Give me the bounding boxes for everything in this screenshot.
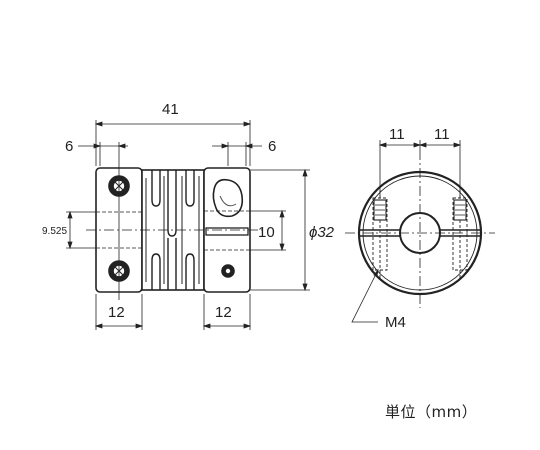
dim-half-width-left: 11 [389,126,405,143]
dim-overall-length: 41 [162,101,179,118]
right-small-screw-icon [221,264,235,278]
dim-hub-right: 12 [215,304,232,321]
side-dimensions [66,120,310,330]
right-hub-slit [205,227,249,236]
dim-screw: M4 [385,314,406,331]
dim-bore-left: 9.525 [42,226,67,237]
front-view [345,150,495,308]
unit-label: 単位（mm） [385,403,478,421]
dim-outer-diameter: ϕ32 [309,224,335,241]
dim-right-offset: 6 [268,138,276,155]
front-dimensions [351,140,462,323]
right-clamp-cam [212,178,244,218]
dim-bore-right: 10 [258,224,275,241]
dim-half-width-right: 11 [434,126,450,143]
dim-left-offset: 6 [65,138,73,155]
slits [145,170,200,290]
dim-hub-left: 12 [108,304,125,321]
